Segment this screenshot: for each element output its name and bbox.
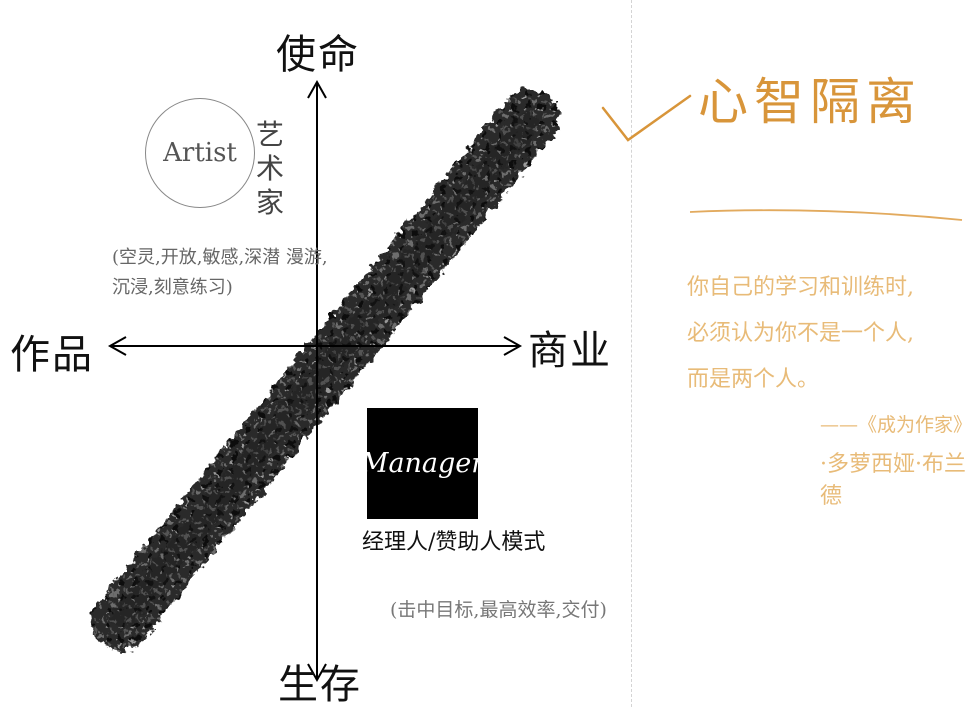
- manager-traits: (击中目标,最高效率,交付): [390, 599, 607, 621]
- right-panel-title: 心智隔离: [698, 73, 922, 131]
- quote-line: 而是两个人。: [687, 367, 820, 392]
- page-divider: [631, 0, 632, 707]
- arrow-right-icon: [503, 336, 523, 356]
- artist-label-cn: 艺术家: [256, 118, 285, 219]
- diagonal-texture-band: [91, 89, 559, 651]
- artist-traits: (空灵,开放,敏感,深潜 漫游,沉浸,刻意练习): [112, 247, 328, 298]
- axes: [107, 79, 523, 683]
- artist-circle: Artist: [145, 98, 255, 208]
- arrow-left-icon: [107, 336, 127, 356]
- axis-label-left: 作品: [10, 332, 94, 378]
- quote-block: 你自己的学习和训练时, 必须认为你不是一个人, 而是两个人。: [687, 265, 965, 403]
- quote-author: ·多萝西娅·布兰德: [820, 452, 966, 509]
- arrow-down-icon: [307, 663, 327, 683]
- artist-word: Artist: [163, 138, 237, 168]
- quote-source: ——《成为作家》: [820, 414, 969, 436]
- manager-box: Manager: [361, 408, 484, 519]
- quote-line: 必须认为你不是一个人,: [687, 321, 914, 346]
- checkmark-icon: [601, 94, 692, 142]
- quote-line: 你自己的学习和训练时,: [687, 275, 914, 300]
- axis-label-right: 商业: [528, 328, 612, 374]
- title-underline: [689, 209, 963, 221]
- axis-label-top: 使命: [276, 32, 360, 78]
- manager-label-cn: 经理人/赞助人模式: [362, 530, 546, 555]
- axis-label-bottom: 生存: [278, 662, 362, 708]
- arrow-up-icon: [307, 79, 327, 99]
- manager-word: Manager: [360, 448, 485, 479]
